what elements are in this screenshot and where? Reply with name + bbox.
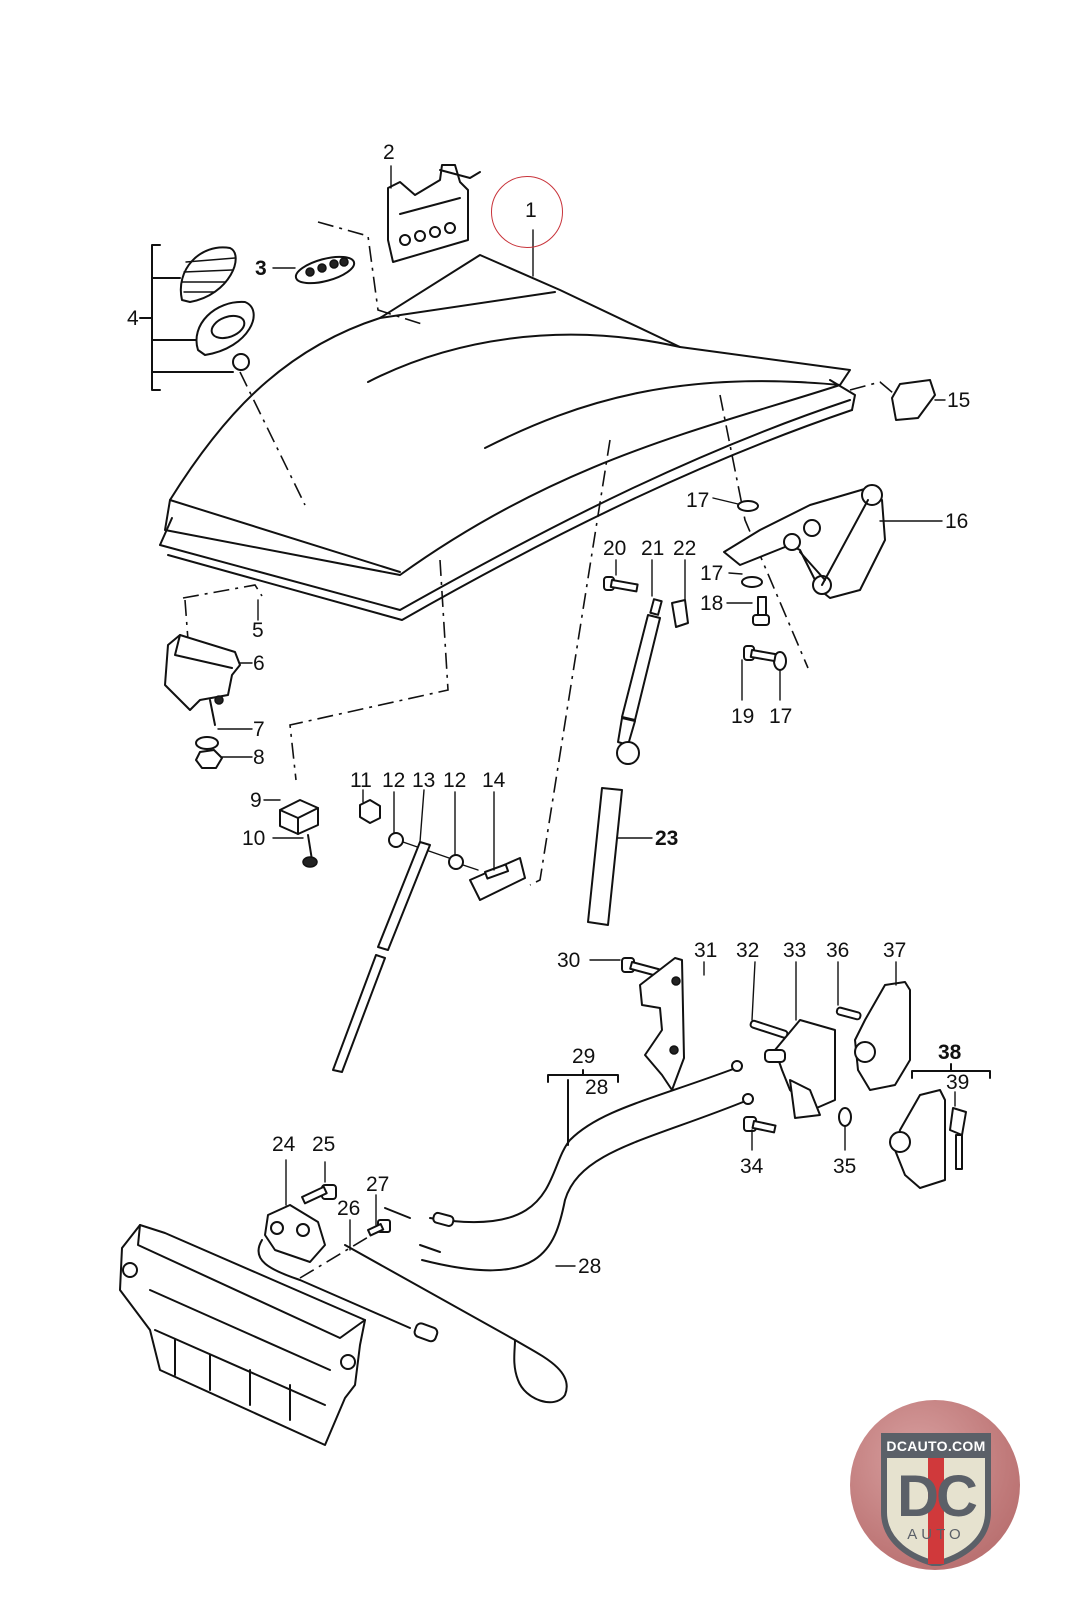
nut-8 [195,749,223,769]
hood-panel [159,254,856,621]
washer-35 [838,1107,852,1127]
callout-3[interactable]: 3 [255,257,267,280]
bolt-19 [743,645,777,663]
callout-28a[interactable]: 28 [578,1255,602,1278]
callout-17c[interactable]: 17 [769,705,793,728]
callout-28b[interactable]: 28 [585,1076,609,1099]
lock-housing-37 [854,981,911,1091]
callout-2[interactable]: 2 [383,141,395,164]
callout-12b[interactable]: 12 [443,769,467,792]
logo-dc-letters: DC [897,1464,978,1529]
callout-16[interactable]: 16 [945,510,969,533]
callout-10[interactable]: 10 [242,827,266,850]
release-cable-26 [257,1239,568,1404]
callout-17b[interactable]: 17 [700,562,724,585]
bracket-2 [387,164,481,263]
nut-11 [359,799,381,824]
lockset-bracket-38 [911,1063,991,1079]
callout-39[interactable]: 39 [946,1071,970,1094]
washer-17a [737,500,759,512]
callout-4[interactable]: 4 [127,307,139,330]
callout-38[interactable]: 38 [938,1041,962,1064]
callout-9[interactable]: 9 [250,789,262,812]
callout-22[interactable]: 22 [673,537,697,560]
clip-10 [302,834,318,868]
callout-20[interactable]: 20 [603,537,627,560]
callout-13[interactable]: 13 [412,769,436,792]
washer-17b [741,576,763,588]
buffer-6 [164,634,241,726]
washer-7 [195,736,219,750]
release-housing-33 [764,1019,836,1119]
bracket-31 [639,957,685,1091]
callout-18[interactable]: 18 [700,592,724,615]
bracket-clip-15 [891,379,936,421]
assembly-dashed-lines [182,221,894,1279]
callout-29[interactable]: 29 [572,1045,596,1068]
callout-1[interactable]: 1 [525,199,537,222]
emblem-3 [294,255,356,285]
callout-15[interactable]: 15 [947,389,971,412]
callout-11[interactable]: 11 [350,769,372,792]
front-crossmember [119,1224,366,1446]
hood-latch-24 [264,1204,326,1263]
callout-31[interactable]: 31 [694,939,718,962]
washer-12b [448,854,464,870]
bolt-30 [621,957,661,978]
pin-36 [835,1006,862,1021]
callout-37[interactable]: 37 [883,939,907,962]
release-cable-28 [384,1060,754,1272]
prop-rod-bracket-14 [469,857,526,901]
buffer-block-9 [279,799,319,835]
callout-14[interactable]: 14 [482,769,506,792]
prop-rod-13 [332,841,431,1073]
callout-26[interactable]: 26 [337,1197,361,1220]
strut-cover-23 [587,787,623,926]
lock-cylinder-39 [949,1107,967,1170]
bolt-25 [301,1184,337,1205]
callout-8[interactable]: 8 [253,746,265,769]
dcauto-logo: DCAUTO.COM DC AUTO [850,1400,1020,1570]
hinge-16 [723,484,886,599]
clip-22 [671,599,689,628]
bolt-20 [603,576,639,593]
logo-auto-word: AUTO [907,1526,965,1543]
callout-24[interactable]: 24 [272,1133,296,1156]
callout-32[interactable]: 32 [736,939,760,962]
bolt-34 [743,1116,777,1134]
callout-34[interactable]: 34 [740,1155,764,1178]
lock-set-38 [889,1089,946,1189]
callout-33[interactable]: 33 [783,939,807,962]
callout-21[interactable]: 21 [641,537,665,560]
callout-36[interactable]: 36 [826,939,850,962]
callout-35[interactable]: 35 [833,1155,857,1178]
callout-17a[interactable]: 17 [686,489,710,512]
callout-12a[interactable]: 12 [382,769,406,792]
callout-25[interactable]: 25 [312,1133,336,1156]
callout-6[interactable]: 6 [253,652,265,675]
logo-site-text: DCAUTO.COM [886,1438,986,1454]
callout-23[interactable]: 23 [655,827,679,850]
callout-30[interactable]: 30 [557,949,581,972]
screw-27 [367,1219,391,1237]
shield-icon [881,1433,991,1566]
crest-set-4 [139,244,255,391]
callout-5[interactable]: 5 [252,619,264,642]
callout-27[interactable]: 27 [366,1173,390,1196]
highlight-circle-part-1 [491,176,563,248]
gas-strut-21 [616,598,663,765]
cable-set-bracket-29 [547,1069,619,1146]
callout-19[interactable]: 19 [731,705,755,728]
screw-18 [752,596,770,626]
washer-12a [388,832,404,848]
callout-7[interactable]: 7 [253,718,265,741]
